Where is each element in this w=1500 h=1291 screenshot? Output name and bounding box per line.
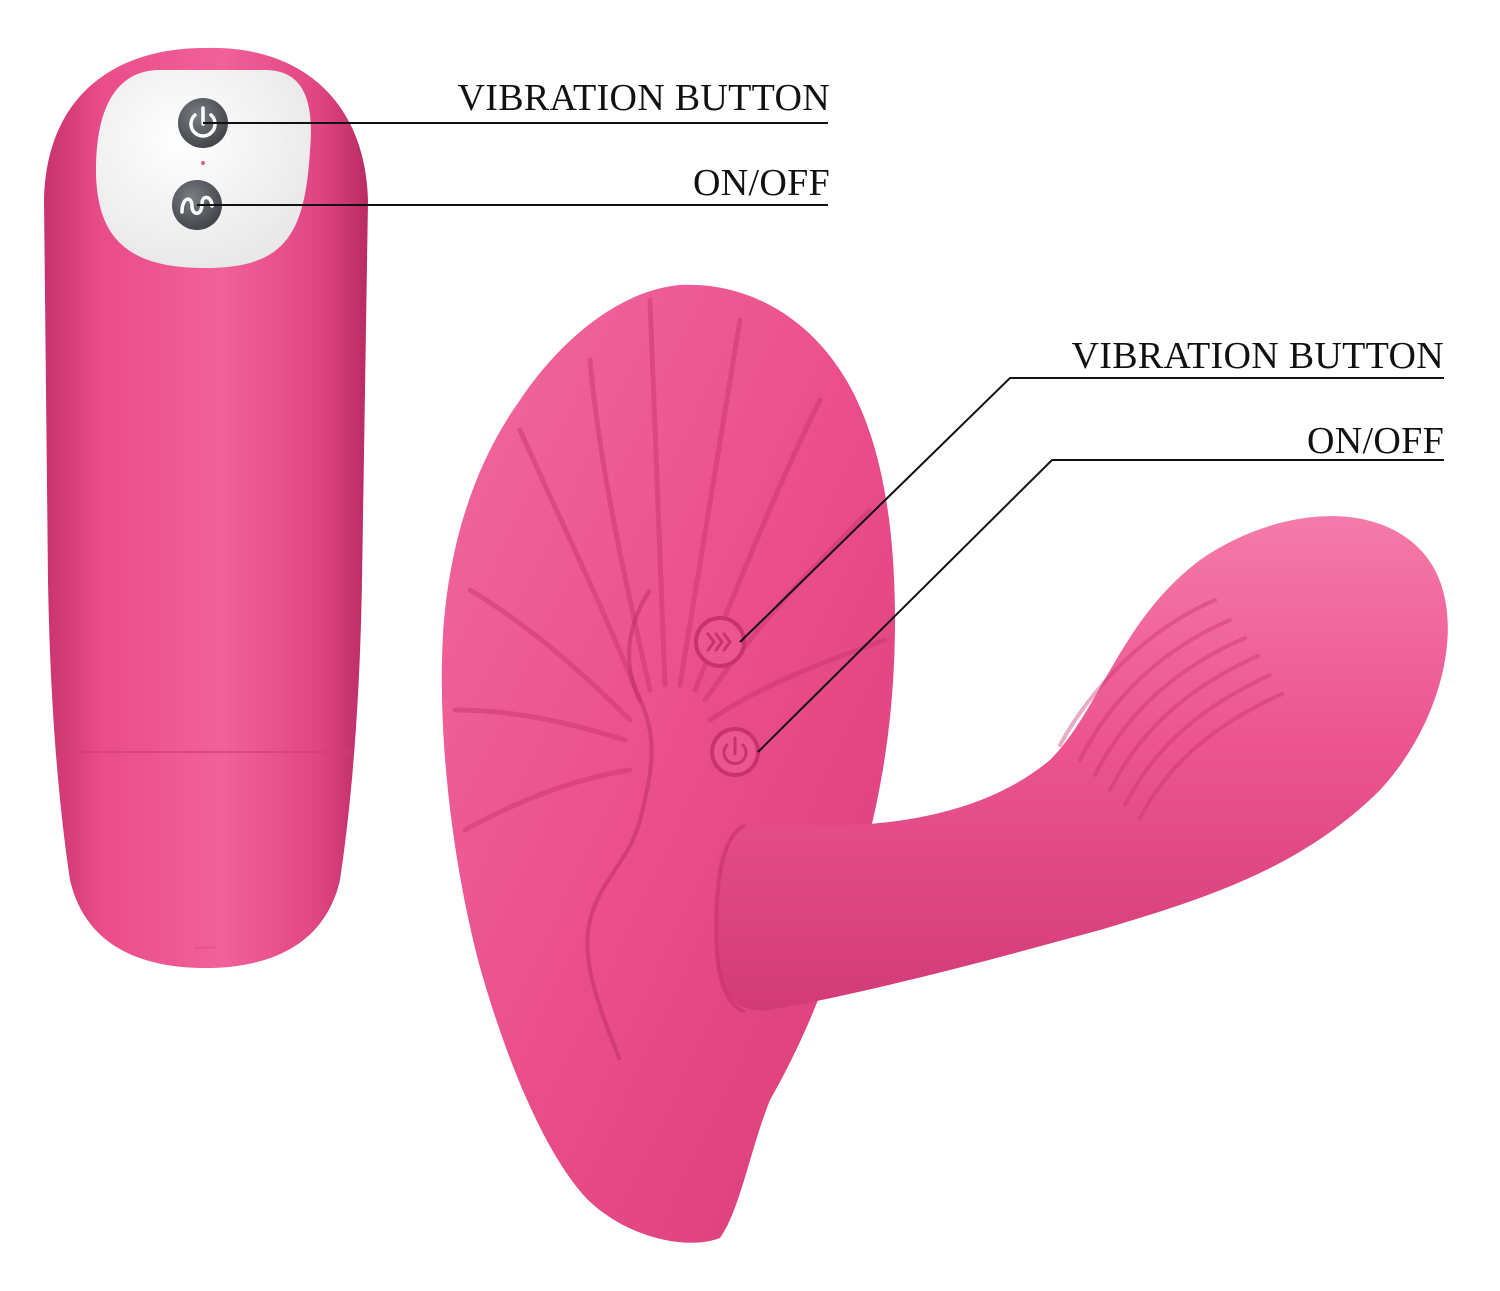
device-vibration-button[interactable]: [694, 616, 746, 668]
arm-body: [715, 516, 1448, 1011]
remote-control: ~~~: [44, 47, 368, 968]
leader-device-vibration: [739, 377, 1444, 643]
device-power-icon: [722, 736, 748, 765]
leader-device-onoff: [757, 459, 1444, 753]
indicator-dot: [201, 161, 205, 165]
remote-onoff-label: ON/OFF: [693, 162, 830, 204]
chevrons-icon: [706, 632, 732, 652]
device: [441, 284, 1448, 1243]
shell-ridges: [452, 297, 888, 833]
device-vibration-label: VIBRATION BUTTON: [1071, 335, 1444, 377]
remote-logo: ~~~: [194, 941, 217, 956]
wave-icon: [180, 195, 214, 215]
shell-body: [441, 284, 895, 1243]
arm-ridges: [1058, 598, 1284, 820]
power-icon: [189, 106, 217, 138]
device-onoff-label: ON/OFF: [1307, 420, 1444, 462]
leader-lines: [197, 122, 1444, 753]
arm-collar: [713, 823, 747, 1014]
remote-body: [44, 47, 368, 968]
shell-contour: [585, 588, 654, 1061]
remote-panel: [95, 70, 311, 268]
remote-vibration-label: VIBRATION BUTTON: [457, 77, 830, 119]
